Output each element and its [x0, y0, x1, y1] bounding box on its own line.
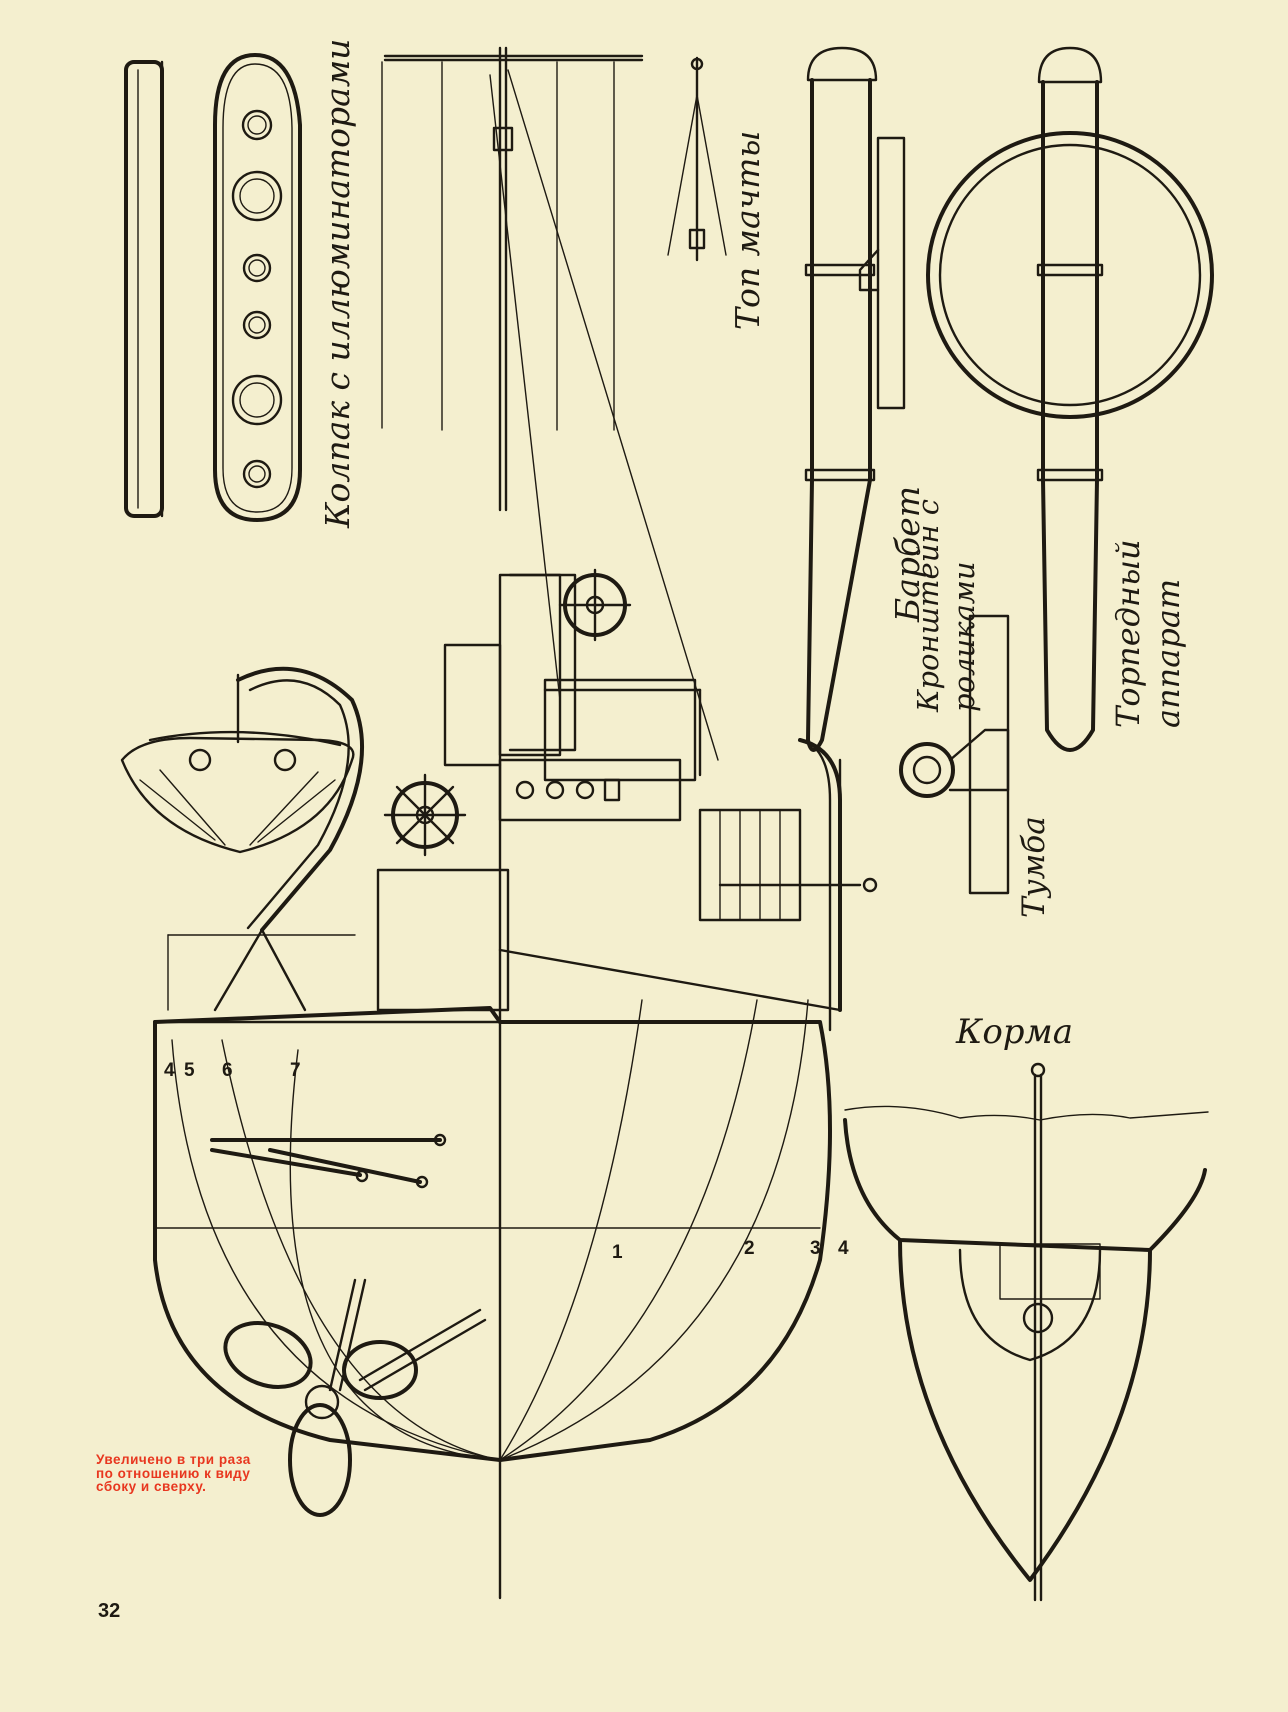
stern-torpedo-tubes — [210, 1133, 447, 1189]
lifeboat-drawing — [120, 673, 355, 854]
frame-number: 3 — [810, 1238, 821, 1259]
davit — [213, 666, 364, 1012]
mast-rigging — [381, 46, 719, 761]
label-torpedo-tube: Торпедный аппарат — [1109, 539, 1187, 728]
label-bracket-with-rollers: Кронштейн с роликами — [911, 499, 981, 712]
ship-wheels — [383, 568, 632, 857]
frame-number: 7 — [290, 1060, 301, 1081]
page-number: 32 — [98, 1600, 121, 1622]
boat-hull — [153, 738, 842, 1600]
cap-top-view — [213, 53, 302, 522]
cap-side-view — [124, 60, 164, 518]
mast-top-detail — [667, 56, 727, 262]
frame-number: 4 — [838, 1238, 849, 1259]
propeller-and-rudder — [223, 1278, 487, 1517]
label-mast-top: Топ мачты — [728, 130, 767, 330]
frame-number: 5 — [184, 1060, 195, 1081]
scale-note: Увеличено в три раза по отношению к виду… — [96, 1452, 251, 1494]
label-stern: Корма — [956, 1012, 1074, 1052]
frame-number: 6 — [222, 1060, 233, 1081]
bracket-with-rollers-drawing — [899, 614, 1010, 895]
label-bollard: Тумба — [1016, 816, 1052, 918]
superstructure — [376, 573, 878, 1012]
barbette-drawing — [804, 46, 906, 752]
frame-number: 1 — [612, 1242, 623, 1263]
frame-number: 2 — [744, 1238, 755, 1259]
stern-guard-rail — [167, 934, 356, 1011]
frame-number: 4 — [164, 1060, 175, 1081]
label-cap-with-portholes: Колпак с иллюминаторами — [318, 38, 357, 528]
torpedo-tube-drawing — [926, 46, 1214, 752]
stern-view — [843, 1062, 1209, 1602]
